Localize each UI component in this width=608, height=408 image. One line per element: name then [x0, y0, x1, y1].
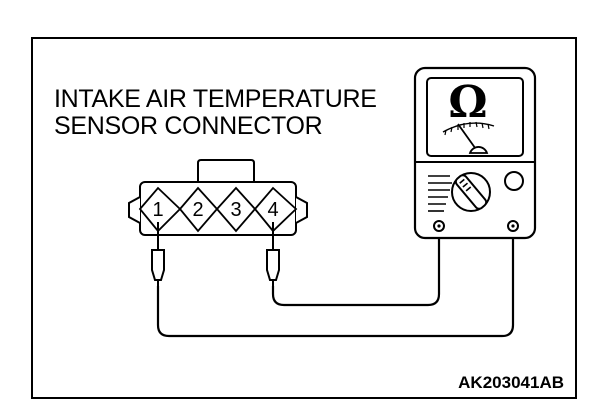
connector-ear-right — [295, 196, 308, 224]
range-scale-lines — [428, 175, 452, 212]
pin-label-1: 1 — [152, 199, 163, 221]
title-line-1: INTAKE AIR TEMPERATURE — [54, 85, 377, 113]
sensor-connector: 1 2 3 4 — [128, 159, 308, 236]
ohm-symbol: Ω — [448, 77, 487, 128]
pin-label-2: 2 — [192, 199, 203, 221]
gauge-arc — [442, 122, 495, 133]
figure-code: AK203041AB — [458, 373, 564, 392]
pin-label-4: 4 — [267, 199, 278, 221]
zero-adjust-knob[interactable] — [504, 171, 524, 191]
pin-label-3: 3 — [230, 199, 241, 221]
dial-knob — [454, 174, 488, 210]
lead-wire-pin-1 — [156, 230, 515, 338]
needle-pivot — [468, 146, 489, 154]
title-line-2: SENSOR CONNECTOR — [54, 112, 322, 140]
connector-ear-left — [128, 196, 141, 224]
gauge-ticks — [444, 121, 490, 136]
probe-pin-1 — [151, 222, 165, 286]
diagram-border — [31, 37, 577, 399]
connector-latch — [197, 159, 255, 183]
probe-pin-4 — [266, 222, 280, 286]
ohmmeter: Ω — [413, 66, 537, 240]
meter-display — [426, 77, 524, 157]
lead-wire-pin-4 — [271, 230, 441, 307]
